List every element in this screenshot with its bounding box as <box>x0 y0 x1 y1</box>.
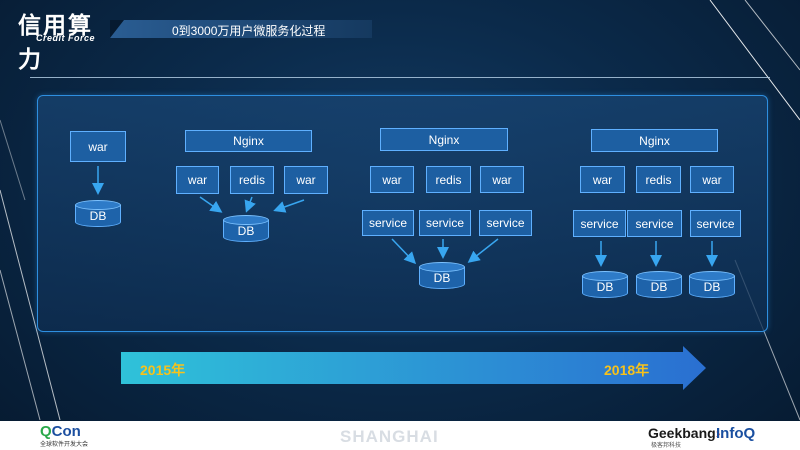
end-year-label: 2018年 <box>604 362 650 378</box>
s2-db-cylinder: DB <box>223 215 269 243</box>
infoq-logo: InfoQ <box>716 425 756 442</box>
title-bar-notch <box>110 20 124 38</box>
s4-db-2-label: DB <box>650 280 668 294</box>
s4-war-right-box: war <box>690 166 734 193</box>
header-divider <box>30 77 770 78</box>
s2-nginx-box: Nginx <box>185 130 312 152</box>
logo-english-text: Credit Force <box>36 33 96 43</box>
qcon-rest: Con <box>51 423 81 440</box>
start-year-label: 2015年 <box>140 362 186 378</box>
title-bar: 0到3000万用户微服务化过程 <box>110 20 372 38</box>
s4-service-2-box: service <box>627 210 682 237</box>
s3-service-3-box: service <box>479 210 532 236</box>
s4-war-left-box: war <box>580 166 625 193</box>
qcon-logo: QCon 全球软件开发大会 <box>40 423 88 448</box>
geekbang-mark: ›. <box>715 425 725 441</box>
s3-war-right-box: war <box>480 166 524 193</box>
s4-service-3-box: service <box>690 210 741 237</box>
city-watermark: SHANGHAI <box>340 427 439 446</box>
s4-db-3-cylinder: DB <box>689 271 735 299</box>
s1-db-label: DB <box>89 209 107 223</box>
s3-service-2-box: service <box>419 210 471 236</box>
geekbang-logo: Geekbang›. <box>648 425 724 441</box>
s3-service-1-box: service <box>362 210 414 236</box>
credit-force-logo: 信用算力 Credit Force <box>8 6 108 72</box>
s4-redis-box: redis <box>636 166 681 193</box>
logo-chinese-text: 信用算力 <box>18 12 93 72</box>
s4-db-2-cylinder: DB <box>636 271 682 299</box>
geekbang-text: Geekbang <box>648 425 716 441</box>
s1-db-cylinder: DB <box>75 200 121 228</box>
s1-war-box: war <box>70 131 126 162</box>
s3-redis-box: redis <box>426 166 471 193</box>
qcon-q-letter: Q <box>40 423 52 440</box>
s4-nginx-box: Nginx <box>591 129 718 152</box>
s3-db-cylinder: DB <box>419 262 465 290</box>
s2-redis-box: redis <box>230 166 274 194</box>
slide-title: 0到3000万用户微服务化过程 <box>172 24 326 38</box>
s3-db-label: DB <box>433 271 451 285</box>
s4-db-1-cylinder: DB <box>582 271 628 299</box>
s4-db-3-label: DB <box>703 280 721 294</box>
s4-service-1-box: service <box>573 210 626 237</box>
qcon-subtitle: 全球软件开发大会 <box>40 442 89 448</box>
s4-db-1-label: DB <box>596 280 614 294</box>
geekbang-subtitle: 极客邦科技 <box>651 443 682 449</box>
s2-war-left-box: war <box>176 166 219 194</box>
footer-bar <box>0 421 800 450</box>
s3-nginx-box: Nginx <box>380 128 508 151</box>
s2-db-label: DB <box>237 224 255 238</box>
s2-war-right-box: war <box>284 166 328 194</box>
s3-war-left-box: war <box>370 166 414 193</box>
